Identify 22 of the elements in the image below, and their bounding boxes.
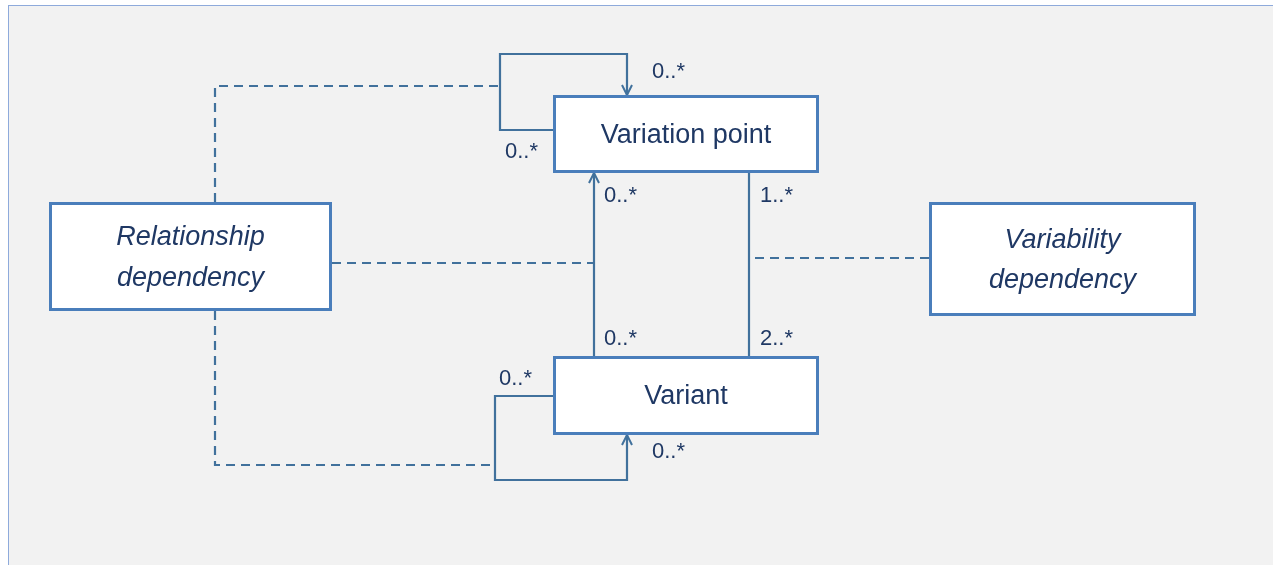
dashed-connector bbox=[213, 84, 500, 202]
class-name: Variability dependency bbox=[987, 222, 1138, 296]
class-name: Variation point bbox=[599, 117, 773, 151]
multiplicity-label: 0..* bbox=[652, 58, 686, 84]
self-association-arrow bbox=[493, 394, 633, 482]
multiplicity-label: 0..* bbox=[652, 438, 686, 464]
arrow bbox=[588, 172, 600, 356]
class-box bbox=[929, 202, 1196, 316]
multiplicity-label: 0..* bbox=[505, 138, 539, 164]
dashed-connector bbox=[332, 261, 594, 265]
class-name: Relationship dependency bbox=[115, 220, 266, 294]
self-association-arrow bbox=[498, 52, 633, 132]
class-name: Variant bbox=[643, 379, 729, 413]
class-box bbox=[553, 356, 819, 435]
multiplicity-label: 2..* bbox=[760, 325, 794, 351]
multiplicity-label: 1..* bbox=[760, 182, 794, 208]
association-line bbox=[747, 173, 751, 356]
class-box bbox=[553, 95, 819, 173]
multiplicity-label: 0..* bbox=[604, 325, 638, 351]
multiplicity-label: 0..* bbox=[499, 365, 533, 391]
multiplicity-label: 0..* bbox=[604, 182, 638, 208]
class-box bbox=[49, 202, 332, 311]
